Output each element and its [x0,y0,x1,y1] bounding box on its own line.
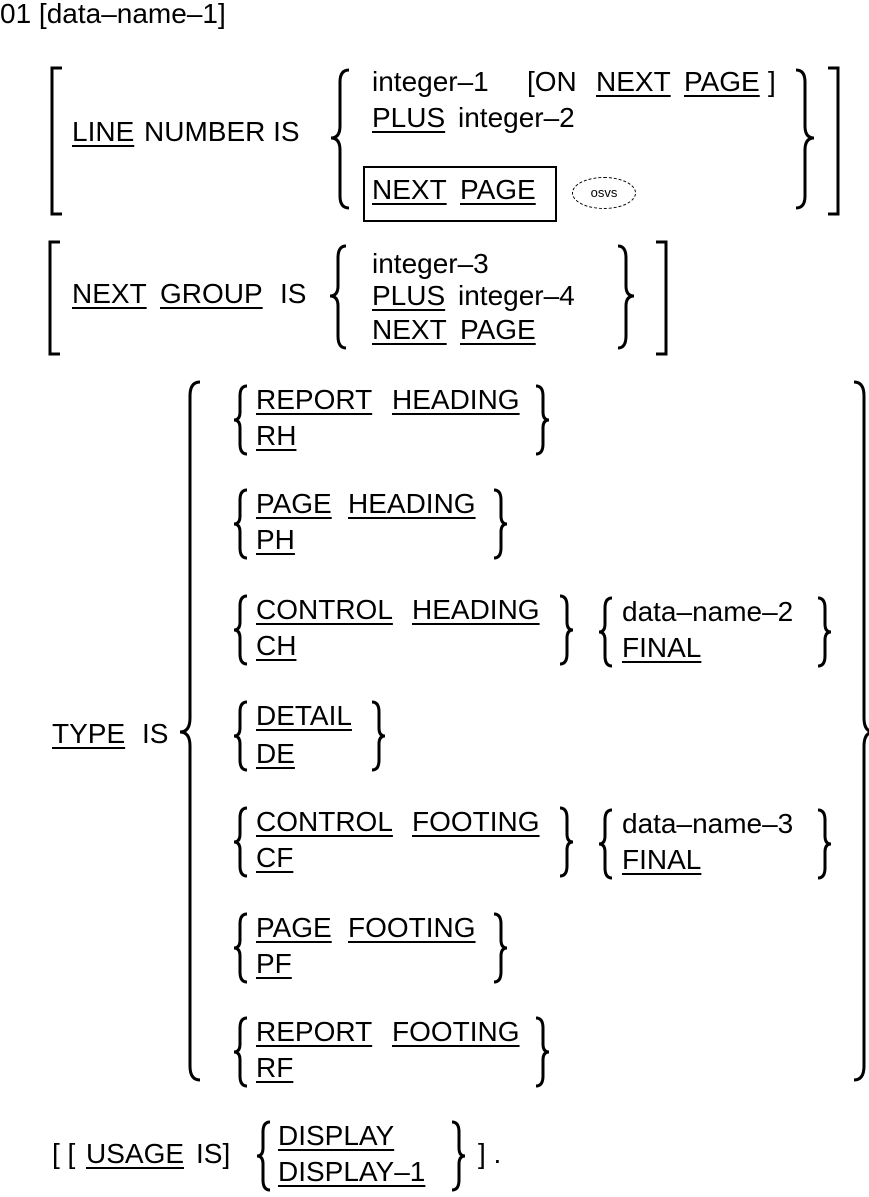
next-group-right-bracket [656,240,668,356]
next-group-left-bracket [48,240,60,356]
usage-is-text: IS] [196,1138,231,1169]
page-footing-footing: FOOTING [348,912,476,943]
ph-left-brace [233,488,248,560]
number-is-text: NUMBER IS [144,116,300,147]
display-keyword: DISPLAY [278,1120,395,1151]
ch-keyword: CH [256,630,297,661]
integer-2-text: integer–2 [458,102,575,133]
data-name-2-text: data–name–2 [622,596,794,627]
page-keyword: PAGE [460,174,536,205]
usage-keyword: USAGE [86,1138,185,1169]
line-number-right-bracket [828,66,840,216]
on-open-text: [ON [527,66,577,97]
report-heading-report: REPORT [256,384,373,415]
control-heading-heading: HEADING [412,594,540,625]
ph-keyword: PH [256,524,295,555]
line-number-left-bracket [50,66,62,216]
final-keyword-1: FINAL [622,632,702,663]
next-keyword: NEXT [372,174,447,205]
de-right-brace [371,700,386,772]
group-plus-keyword: PLUS [372,280,446,311]
type-right-brace [853,380,869,1082]
report-footing-footing: FOOTING [392,1016,520,1047]
display-left-brace [256,1120,271,1192]
report-heading-heading: HEADING [392,384,520,415]
data-name-3-text: data–name–3 [622,808,794,839]
type-is-text: IS [142,718,169,749]
rf-left-brace [233,1016,248,1088]
de-keyword: DE [256,738,295,769]
pf-keyword: PF [256,948,292,979]
line-number-left-brace [330,68,350,210]
line-keyword: LINE [72,116,135,147]
rh-left-brace [233,384,248,456]
entry-header: 01 [data–name–1] [0,0,226,29]
line-number-right-brace [795,68,815,210]
integer-3-text: integer–3 [372,248,489,279]
on-close-text: ] [768,66,776,97]
pf-left-brace [233,912,248,984]
page-heading-heading: HEADING [348,488,476,519]
data-name-2-right-brace [817,596,832,668]
final-keyword-2: FINAL [622,844,702,875]
page-footing-page: PAGE [256,912,332,943]
data-name-3-right-brace [817,808,832,880]
ch-right-brace [559,594,574,666]
detail-keyword: DETAIL [256,700,352,731]
data-name-3-left-brace [598,808,613,880]
next-page-box [363,166,557,222]
group-is-text: IS [280,278,307,309]
osvs-badge: osvs [572,177,636,209]
data-name-2-left-brace [598,596,613,668]
display-right-brace [451,1120,466,1192]
ph-right-brace [493,488,508,560]
type-left-brace [179,380,201,1082]
control-footing-control: CONTROL [256,806,393,837]
ch-left-brace [233,594,248,666]
report-footing-report: REPORT [256,1016,373,1047]
rh-keyword: RH [256,420,297,451]
usage-close-text: ] . [478,1138,502,1169]
display-1-keyword: DISPLAY–1 [278,1156,426,1187]
on-page-keyword: PAGE [684,66,760,97]
type-keyword: TYPE [52,718,126,749]
page-heading-page: PAGE [256,488,332,519]
next-group-next-keyword: NEXT [72,278,147,309]
control-heading-control: CONTROL [256,594,393,625]
integer-4-text: integer–4 [458,280,575,311]
group-next-keyword: NEXT [372,314,447,345]
next-group-left-brace [329,244,347,350]
plus-keyword: PLUS [372,102,446,133]
group-page-keyword: PAGE [460,314,536,345]
pf-right-brace [493,912,508,984]
de-left-brace [233,700,248,772]
next-group-right-brace [617,244,635,350]
on-next-keyword: NEXT [596,66,671,97]
cf-keyword: CF [256,842,294,873]
usage-open-text: [ [ [52,1138,76,1169]
cf-left-brace [233,806,248,878]
rf-keyword: RF [256,1052,294,1083]
integer-1-text: integer–1 [372,66,489,97]
group-keyword: GROUP [160,278,263,309]
rh-right-brace [535,384,550,456]
control-footing-footing: FOOTING [412,806,540,837]
rf-right-brace [535,1016,550,1088]
cf-right-brace [559,806,574,878]
